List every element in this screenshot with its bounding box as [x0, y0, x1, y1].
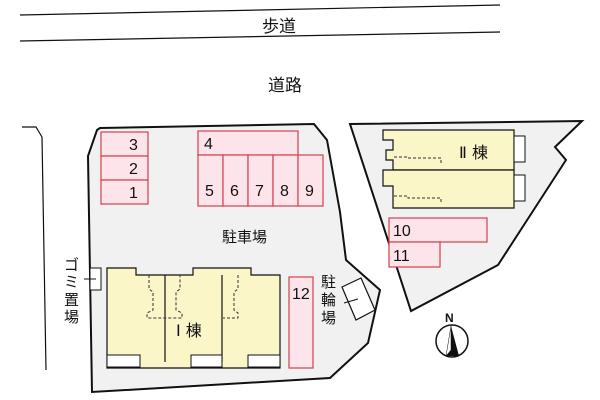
parking-space-10[interactable]: [388, 217, 488, 243]
parking-space-1[interactable]: [100, 179, 149, 205]
north-compass-icon: N: [435, 311, 469, 358]
svg-text:ゴ: ゴ: [64, 256, 79, 274]
svg-text:輪: 輪: [321, 291, 336, 309]
svg-text:場: 場: [64, 308, 79, 326]
parking-label-10: 10: [393, 223, 411, 240]
north-label: N: [445, 311, 454, 325]
building-2: Ⅱ 棟: [382, 129, 526, 209]
svg-text:置: 置: [64, 291, 79, 309]
parking-label-8: 8: [280, 183, 289, 200]
parking-label-2: 2: [129, 161, 138, 178]
bike-parking-leader-line: [343, 298, 359, 304]
parking-label-7: 7: [255, 183, 264, 200]
sidewalk-bottom-line: [19, 31, 501, 42]
parking-group-1-3: 3 2 1: [100, 131, 149, 205]
building-1-label: Ⅰ 棟: [176, 321, 202, 340]
svg-text:場: 場: [321, 309, 336, 327]
parking-space-11[interactable]: [388, 241, 441, 268]
svg-text:ミ: ミ: [64, 273, 79, 291]
parking-label-5: 5: [205, 183, 214, 200]
left-road-edge: [22, 126, 47, 371]
parking-label-12: 12: [292, 286, 310, 303]
parking-space-5[interactable]: [197, 154, 224, 207]
parking-group-4-9: 4 5 6 7 8 9: [197, 130, 324, 207]
parking-space-4[interactable]: [197, 130, 299, 156]
parking-lot-label: 駐車場: [222, 228, 267, 246]
sidewalk-top-line: [19, 4, 501, 16]
road-label: 道路: [268, 76, 302, 96]
parking-label-4: 4: [204, 136, 213, 153]
parking-label-1: 1: [129, 185, 138, 202]
parking-space-9[interactable]: [297, 154, 324, 207]
parking-label-3: 3: [129, 137, 138, 154]
parking-space-12[interactable]: [288, 276, 314, 369]
parking-label-6: 6: [230, 183, 239, 200]
sidewalk-label: 歩道: [262, 17, 296, 37]
bike-parking-label: 駐 輪 場: [321, 273, 336, 327]
parking-space-2[interactable]: [100, 155, 149, 181]
garbage-label: ゴ ミ 置 場: [64, 256, 79, 326]
svg-text:駐: 駐: [321, 273, 336, 291]
parking-label-9: 9: [305, 183, 314, 200]
building-2-label: Ⅱ 棟: [459, 143, 488, 162]
building-1: Ⅰ 棟: [106, 267, 281, 369]
parking-label-11: 11: [393, 248, 410, 265]
bike-parking-area: [341, 277, 376, 321]
parking-space-3[interactable]: [100, 131, 149, 157]
